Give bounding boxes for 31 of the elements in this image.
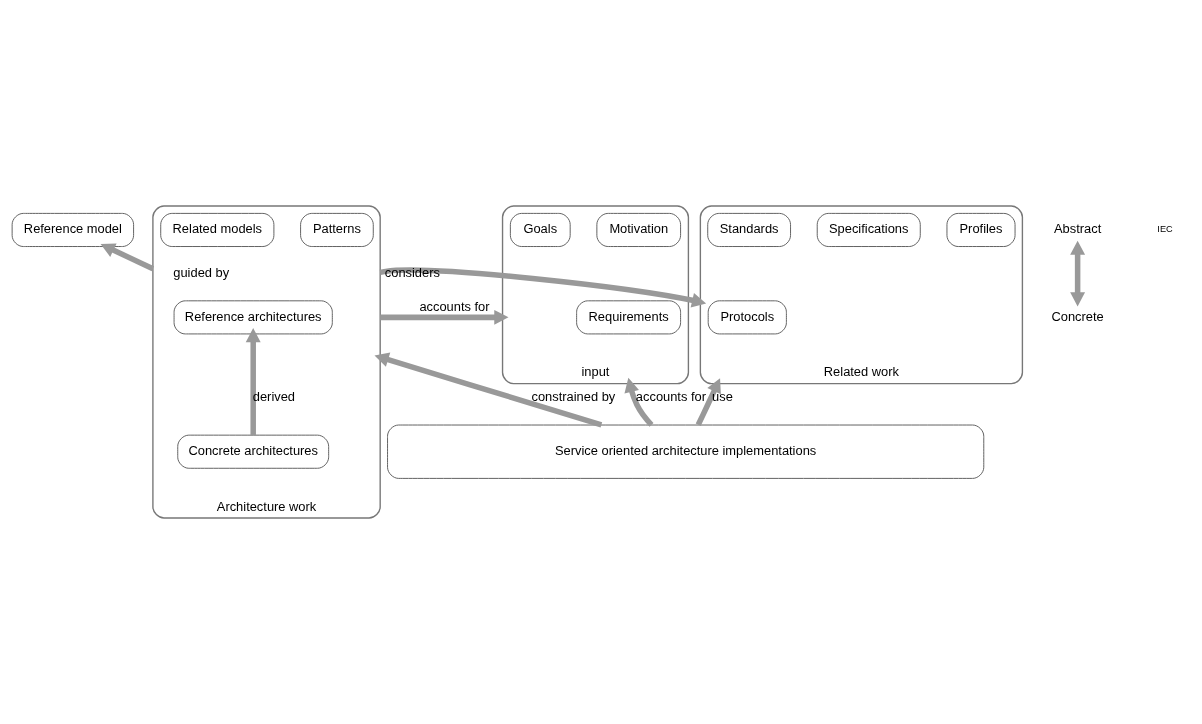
node-box: Motivation <box>596 212 682 247</box>
arrow <box>379 267 707 308</box>
node-box: Reference architectures <box>173 300 333 335</box>
node-box: Patterns <box>300 212 374 247</box>
node-box: Profiles <box>946 212 1016 247</box>
node-box: Service oriented architecture implementations <box>387 424 985 479</box>
edge-label: accounts for <box>635 389 706 405</box>
node-box: Reference model <box>11 212 135 247</box>
edge-label: derived <box>252 389 296 405</box>
edge-label: accounts for <box>419 299 490 315</box>
edge-label: guided by <box>173 265 230 281</box>
edge-label: considers <box>384 265 440 281</box>
edge-label: use <box>712 389 733 405</box>
label: IEC <box>1157 224 1173 235</box>
node-box: Requirements <box>576 300 682 335</box>
node-box: Goals <box>509 212 571 247</box>
arrow <box>624 377 654 427</box>
node-box: Concrete architectures <box>177 434 330 469</box>
node-box: Specifications <box>816 212 921 247</box>
node-box: Standards <box>707 212 791 247</box>
arrow <box>374 352 603 428</box>
arrow <box>695 378 721 426</box>
arrow <box>1070 240 1086 307</box>
arrow <box>245 328 261 436</box>
edge-label: constrained by <box>531 389 616 405</box>
arrow <box>380 309 509 325</box>
node-box: Related models <box>160 212 275 247</box>
node-text: Abstract <box>1054 221 1102 237</box>
node-box: Protocols <box>707 300 787 335</box>
node-text: Concrete <box>1051 308 1104 324</box>
arrow <box>100 243 155 272</box>
